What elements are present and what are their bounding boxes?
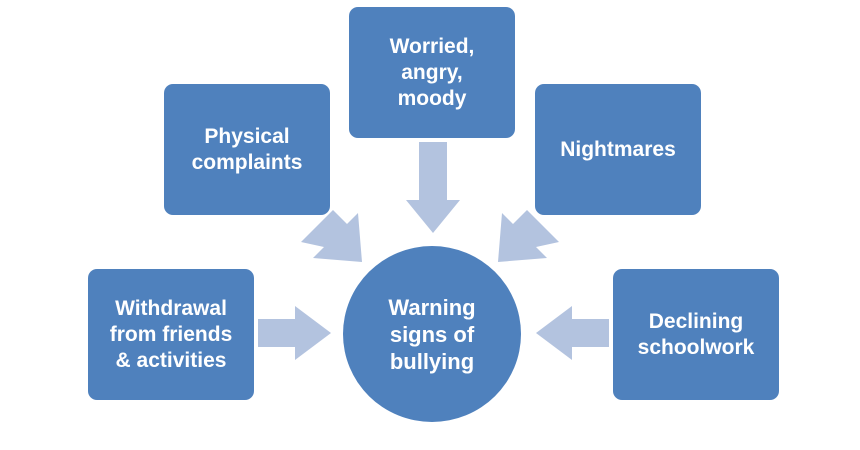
arrow-withdrawal-to-center <box>258 306 331 360</box>
arrow-physical-to-center <box>301 210 362 262</box>
box-nightmares: Nightmares <box>535 84 701 215</box>
box-worried-angry-moody: Worried, angry, moody <box>349 7 515 138</box>
box-declining-schoolwork: Declining schoolwork <box>613 269 779 400</box>
center-warning-signs: Warning signs of bullying <box>343 246 521 422</box>
arrow-nightmares-to-center <box>498 210 559 262</box>
arrow-declining-to-center <box>536 306 609 360</box>
box-withdrawal: Withdrawal from friends & activities <box>88 269 254 400</box>
arrow-worried-to-center <box>406 142 460 233</box>
box-physical-complaints: Physical complaints <box>164 84 330 215</box>
